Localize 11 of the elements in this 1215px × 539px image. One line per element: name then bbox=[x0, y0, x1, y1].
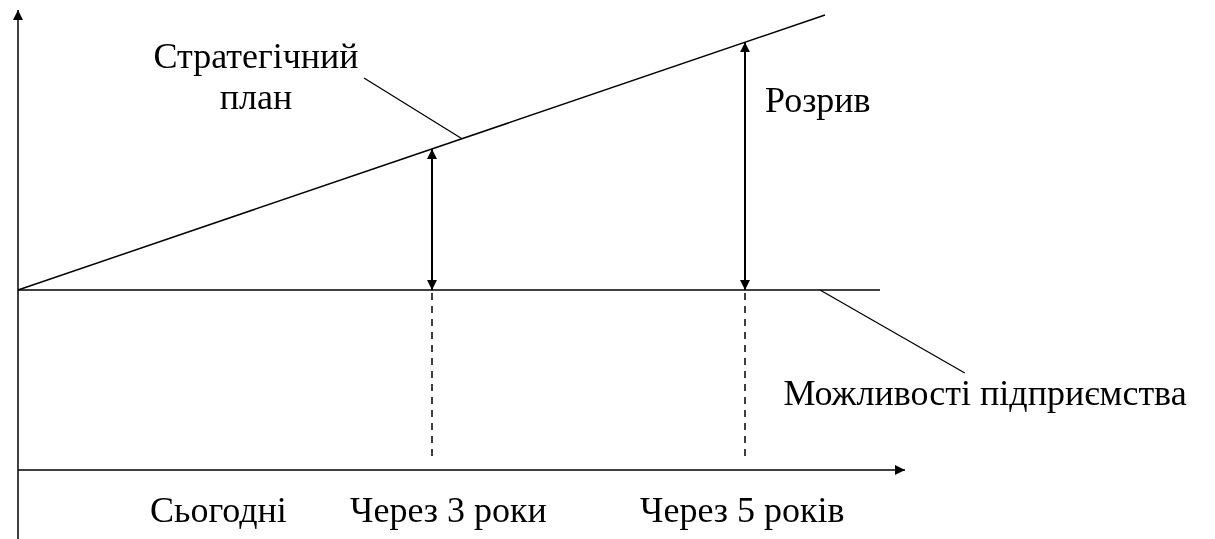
time-label: Сьогодні bbox=[150, 490, 287, 530]
time-label: Через 5 років bbox=[640, 490, 845, 530]
gap-arrow bbox=[740, 41, 750, 291]
gap-label: Розрив bbox=[765, 80, 871, 120]
time-label: Через 3 роки bbox=[350, 490, 547, 530]
capability-line bbox=[17, 289, 881, 291]
leader-line bbox=[363, 77, 463, 140]
plan-label: Стратегічний план bbox=[148, 36, 364, 118]
leader-line bbox=[819, 289, 966, 374]
gap-arrow bbox=[427, 147, 437, 291]
capability-label: Можливості підприємства bbox=[775, 373, 1195, 414]
